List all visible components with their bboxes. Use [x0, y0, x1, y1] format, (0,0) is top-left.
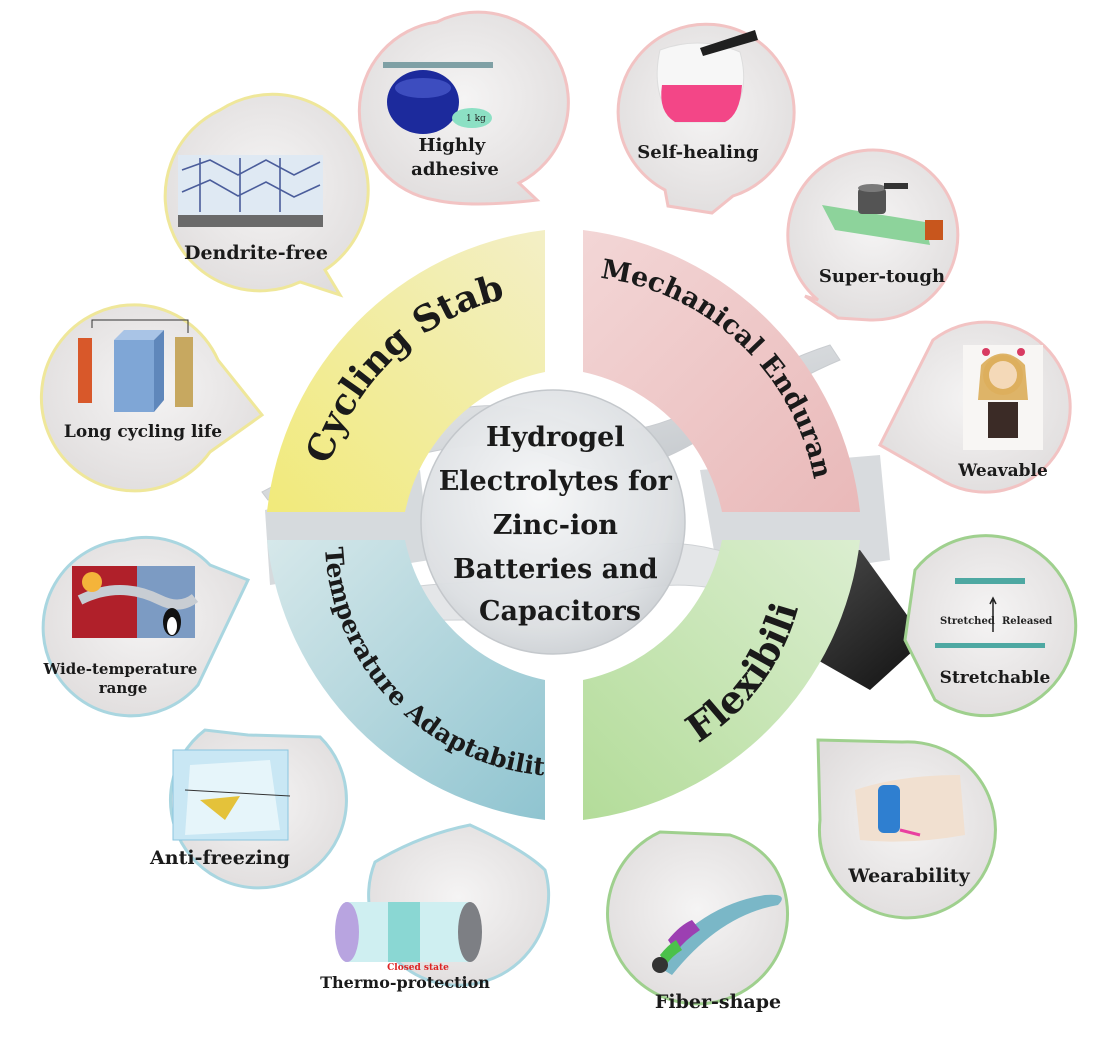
arc-temperature-adaptability — [267, 540, 545, 820]
released-caption: Released — [1002, 616, 1052, 627]
green-gel-icon — [822, 183, 943, 245]
bubble-label-fiber-shape: Fiber-shape — [655, 991, 781, 1013]
center-title: Hydrogel Electrolytes for Zinc-ion Batte… — [439, 422, 682, 627]
arc-cycling-stability — [267, 230, 545, 512]
bubble-weavable: Weavable — [878, 320, 1072, 494]
bubble-label-wearability: Wearability — [847, 865, 970, 887]
cylinder-cell-icon — [335, 902, 482, 962]
bubble-thermo-protection: Closed state Thermo-protection — [320, 823, 551, 992]
bubble-label-wide-temperature-range: Wide-temperature range — [42, 660, 202, 697]
weight-tag-text: 1 kg — [466, 114, 486, 124]
battery-cell-icon — [78, 319, 193, 412]
bubble-self-healing: Self-healing — [616, 22, 796, 215]
bubble-label-stretchable: Stretchable — [940, 668, 1051, 688]
bubble-stretchable: Stretched Released Stretchable — [903, 534, 1078, 718]
arc-flexibility — [583, 540, 860, 820]
bubble-label-anti-freezing: Anti-freezing — [149, 847, 290, 869]
bubble-highly-adhesive: 1 kg Highly adhesive — [357, 10, 570, 206]
blue-jar-icon — [383, 62, 493, 134]
bubble-wearability: Wearability — [816, 738, 997, 920]
bubble-dendrite-free: Dendrite-free — [163, 92, 370, 298]
pink-gel-icon — [656, 30, 758, 123]
bubble-wide-temperature-range: Wide-temperature range — [41, 535, 251, 718]
arc-mechanical-endurance — [583, 230, 860, 512]
wrist-band-icon — [855, 775, 965, 842]
bubble-fiber-shape: Fiber-shape — [606, 830, 790, 1013]
bubble-label-super-tough: Super-tough — [819, 266, 945, 287]
bubble-label-self-healing: Self-healing — [637, 142, 759, 163]
sun-snow-scene-icon — [72, 566, 199, 638]
stretched-fiber-icon — [935, 578, 1045, 648]
bubble-super-tough: Super-tough — [786, 148, 960, 322]
bubble-label-weavable: Weavable — [957, 461, 1048, 481]
ice-cube-icon — [172, 749, 291, 841]
center-circle: Hydrogel Electrolytes for Zinc-ion Batte… — [420, 389, 686, 655]
fiber-cable-icon — [652, 894, 782, 975]
doll-icon — [963, 345, 1043, 450]
thermo-caption: Closed state — [387, 963, 449, 973]
bubble-label-thermo-protection: Thermo-protection — [320, 973, 490, 992]
bubble-long-cycling-life: Long cycling life — [39, 303, 265, 493]
polymer-network-icon — [178, 155, 323, 227]
bubble-label-dendrite-free: Dendrite-free — [184, 242, 328, 264]
bubble-anti-freezing: Anti-freezing — [149, 728, 348, 890]
bubble-label-long-cycling-life: Long cycling life — [64, 422, 222, 442]
stretched-caption: Stretched — [940, 616, 995, 627]
bubble-label-highly-adhesive: Highly adhesive — [411, 135, 499, 180]
